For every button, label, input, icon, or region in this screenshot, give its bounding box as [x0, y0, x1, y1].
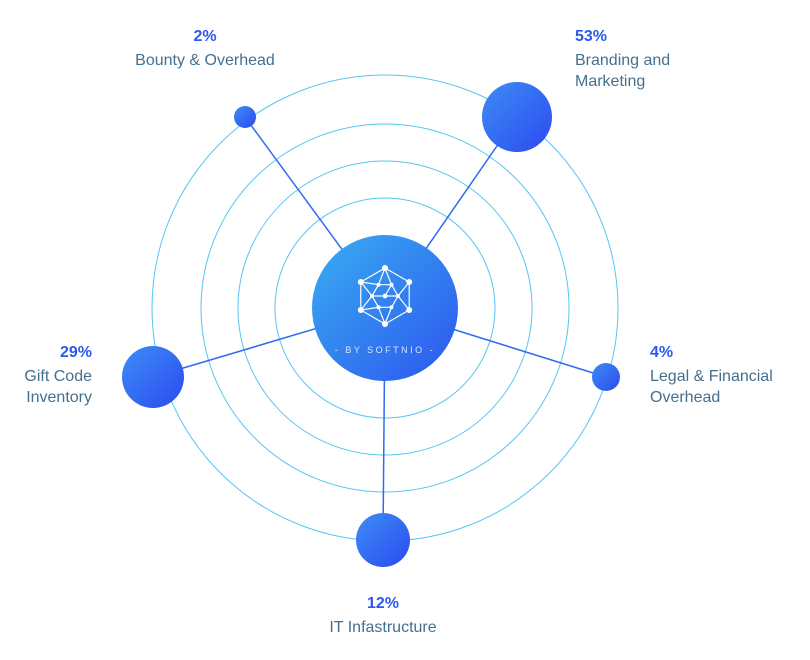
name-bounty-overhead: Bounty & Overhead — [135, 52, 275, 70]
dot-it-infrastructure — [356, 513, 410, 567]
dot-branding-marketing — [482, 82, 552, 152]
orbit-ring-1 — [274, 197, 496, 419]
name-legal-financial: Legal & Financial Overhead — [650, 368, 773, 407]
percent-gift-code-inventory: 29% — [59, 344, 92, 361]
name-gift-code-inventory: Gift Code Inventory — [24, 368, 92, 407]
percent-it-infrastructure: 12% — [366, 595, 400, 612]
percent-legal-financial: 4% — [650, 344, 674, 361]
hex-network-icon — [357, 265, 413, 327]
percent-bounty-overhead: 2% — [193, 28, 217, 45]
allocation-dots — [122, 82, 620, 567]
label-branding-marketing: 53% Branding and Marketing — [575, 26, 737, 92]
name-it-infrastructure: IT Infastructure — [329, 619, 437, 637]
percent-branding-marketing: 53% — [575, 28, 608, 45]
dot-legal-financial — [592, 363, 620, 391]
label-it-infrastructure: 12% IT Infastructure — [283, 593, 483, 638]
label-bounty-overhead: 2% Bounty & Overhead — [55, 26, 355, 71]
center-caption: - BY SOFTNIO - — [335, 345, 435, 355]
label-gift-code-inventory: 29% Gift Code Inventory — [0, 342, 92, 408]
name-branding-marketing: Branding and Marketing — [575, 52, 671, 91]
dot-bounty-overhead — [234, 106, 256, 128]
orbit-ring-2 — [237, 160, 533, 456]
orbit-ring-3 — [200, 123, 570, 493]
center-circle — [312, 235, 458, 381]
label-legal-financial: 4% Legal & Financial Overhead — [650, 342, 806, 408]
dot-gift-code-inventory — [122, 346, 184, 408]
